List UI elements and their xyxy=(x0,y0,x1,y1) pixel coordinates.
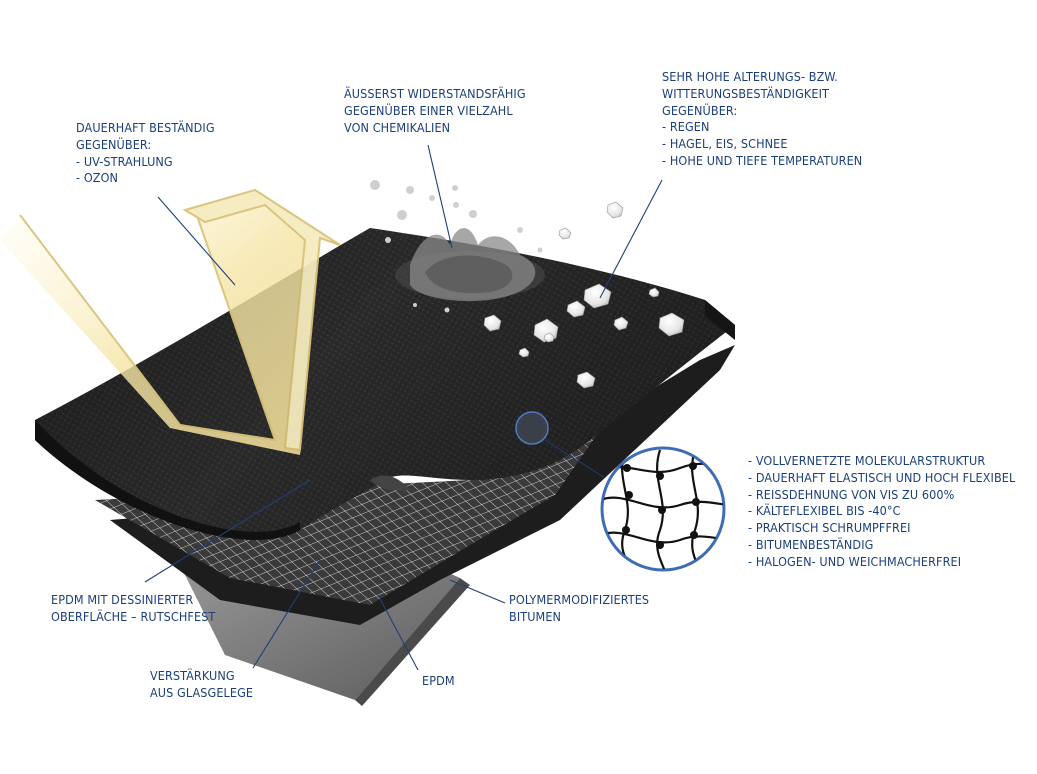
label-properties-list: - VOLLVERNETZTE MOLEKULARSTRUKTUR - DAUE… xyxy=(748,453,1015,571)
glass-reinforcement-layer xyxy=(95,430,600,605)
peeled-corner xyxy=(370,475,410,491)
label-uv-resistance: DAUERHAFT BESTÄNDIG GEGENÜBER: - UV-STRA… xyxy=(76,120,215,187)
leader-lines xyxy=(144,144,663,671)
property-item: - HALOGEN- UND WEICHMACHERFREI xyxy=(748,553,962,569)
label-line: VERSTÄRKUNG xyxy=(150,668,235,683)
label-line: BITUMEN xyxy=(509,608,562,624)
label-line: GEGENÜBER EINER VIELZAHL xyxy=(344,102,513,118)
molecular-net-icon xyxy=(600,446,726,572)
property-item: - PRAKTISCH SCHRUMPFFREI xyxy=(748,520,911,536)
label-line: WITTERUNGSBESTÄNDIGKEIT xyxy=(662,85,829,101)
label-line: OBERFLÄCHE – RUTSCHFEST xyxy=(51,608,216,624)
label-line: - HAGEL, EIS, SCHNEE xyxy=(662,136,788,152)
label-line: - OZON xyxy=(76,170,119,186)
label-line: VON CHEMIKALIEN xyxy=(344,119,451,135)
label-line: - REGEN xyxy=(662,119,710,135)
property-item: - REISSDEHNUNG VON VIS ZU 600% xyxy=(748,486,955,502)
water-splash-icon xyxy=(370,180,545,313)
label-epdm: EPDM xyxy=(422,673,455,690)
label-weather-resistance: SEHR HOHE ALTERUNGS- BZW. WITTERUNGSBEST… xyxy=(662,69,862,170)
label-bitumen: POLYMERMODIFIZIERTES BITUMEN xyxy=(509,592,649,626)
label-line: DAUERHAFT BESTÄNDIG xyxy=(76,120,215,135)
label-line: SEHR HOHE ALTERUNGS- BZW. xyxy=(662,69,838,84)
hail-stones-icon xyxy=(483,201,685,389)
label-line: - HOHE UND TIEFE TEMPERATUREN xyxy=(662,152,863,168)
label-line: - UV-STRAHLUNG xyxy=(76,153,173,169)
label-epdm-surface: EPDM MIT DESSINIERTER OBERFLÄCHE – RUTSC… xyxy=(51,592,215,626)
sun-ray-arrow-icon xyxy=(0,188,341,455)
label-line: ÄUSSERST WIDERSTANDSFÄHIG xyxy=(344,86,526,101)
label-line: EPDM MIT DESSINIERTER xyxy=(51,592,194,607)
magnifier-circle-icon xyxy=(515,411,549,445)
property-item: - BITUMENBESTÄNDIG xyxy=(748,536,874,552)
property-item: - KÄLTEFLEXIBEL BIS -40°C xyxy=(748,503,901,519)
label-line: GEGENÜBER: xyxy=(76,136,152,152)
label-chemical-resistance: ÄUSSERST WIDERSTANDSFÄHIG GEGENÜBER EINE… xyxy=(344,86,526,136)
property-item: - VOLLVERNETZTE MOLEKULARSTRUKTUR xyxy=(748,453,986,468)
label-glass-reinforcement: VERSTÄRKUNG AUS GLASGELEGE xyxy=(150,668,253,702)
property-item: - DAUERHAFT ELASTISCH UND HOCH FLEXIBEL xyxy=(748,469,1016,485)
label-line: POLYMERMODIFIZIERTES xyxy=(509,592,650,607)
label-line: AUS GLASGELEGE xyxy=(150,684,254,700)
label-line: EPDM xyxy=(422,673,455,688)
label-line: GEGENÜBER: xyxy=(662,102,738,118)
